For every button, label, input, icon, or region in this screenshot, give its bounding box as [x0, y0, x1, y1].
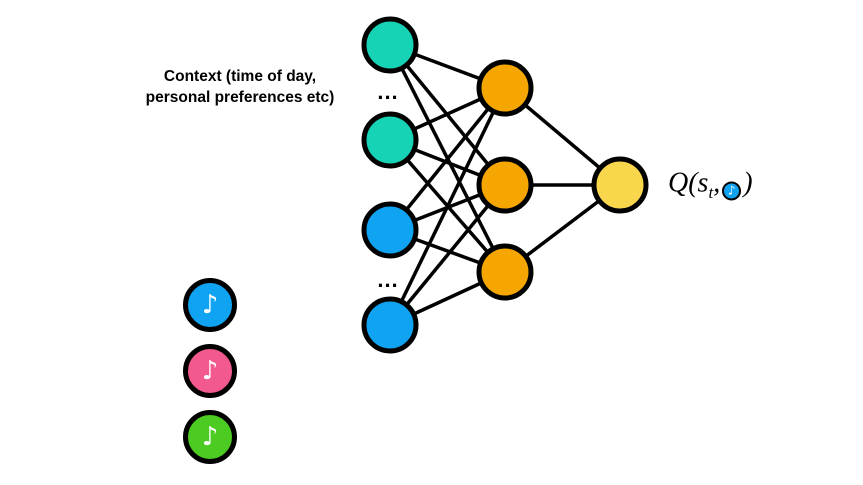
music-note-glyph: ♪	[201, 356, 219, 386]
context-label-line2: personal preferences etc)	[145, 88, 335, 106]
music-note-glyph: ♪	[201, 422, 219, 452]
music-icon-green: ♪	[183, 410, 237, 464]
ellipsis-top: ...	[377, 78, 399, 104]
hidden-node-3	[476, 243, 534, 301]
input-node-2	[361, 111, 419, 169]
q-label-suffix: )	[743, 167, 753, 199]
music-note-glyph: ♪	[201, 290, 219, 320]
network-edge	[388, 183, 507, 327]
context-label: Context (time of day, personal preferenc…	[108, 67, 372, 109]
ellipsis-bottom: ...	[377, 266, 399, 292]
input-node-3	[361, 201, 419, 259]
music-icon-pink: ♪	[183, 344, 237, 398]
output-node-1	[591, 156, 649, 214]
network-edge	[388, 86, 507, 232]
context-label-line1: Context (time of day,	[163, 68, 317, 85]
music-note-glyph: ♪	[727, 183, 736, 198]
music-icon-stack: ♪ ♪ ♪	[183, 278, 237, 464]
q-label-subscript: t	[708, 183, 714, 203]
network-edge	[388, 87, 507, 326]
input-node-1	[361, 16, 419, 74]
music-icon-blue: ♪	[183, 278, 237, 332]
hidden-node-1	[476, 59, 534, 117]
q-label-prefix: Q(s	[668, 167, 709, 199]
q-label-separator: ,	[713, 167, 721, 199]
input-node-4	[361, 296, 419, 354]
hidden-node-2	[476, 156, 534, 214]
music-note-icon: ♪	[722, 180, 742, 200]
q-value-label: Q(st, ♪)	[668, 167, 753, 203]
